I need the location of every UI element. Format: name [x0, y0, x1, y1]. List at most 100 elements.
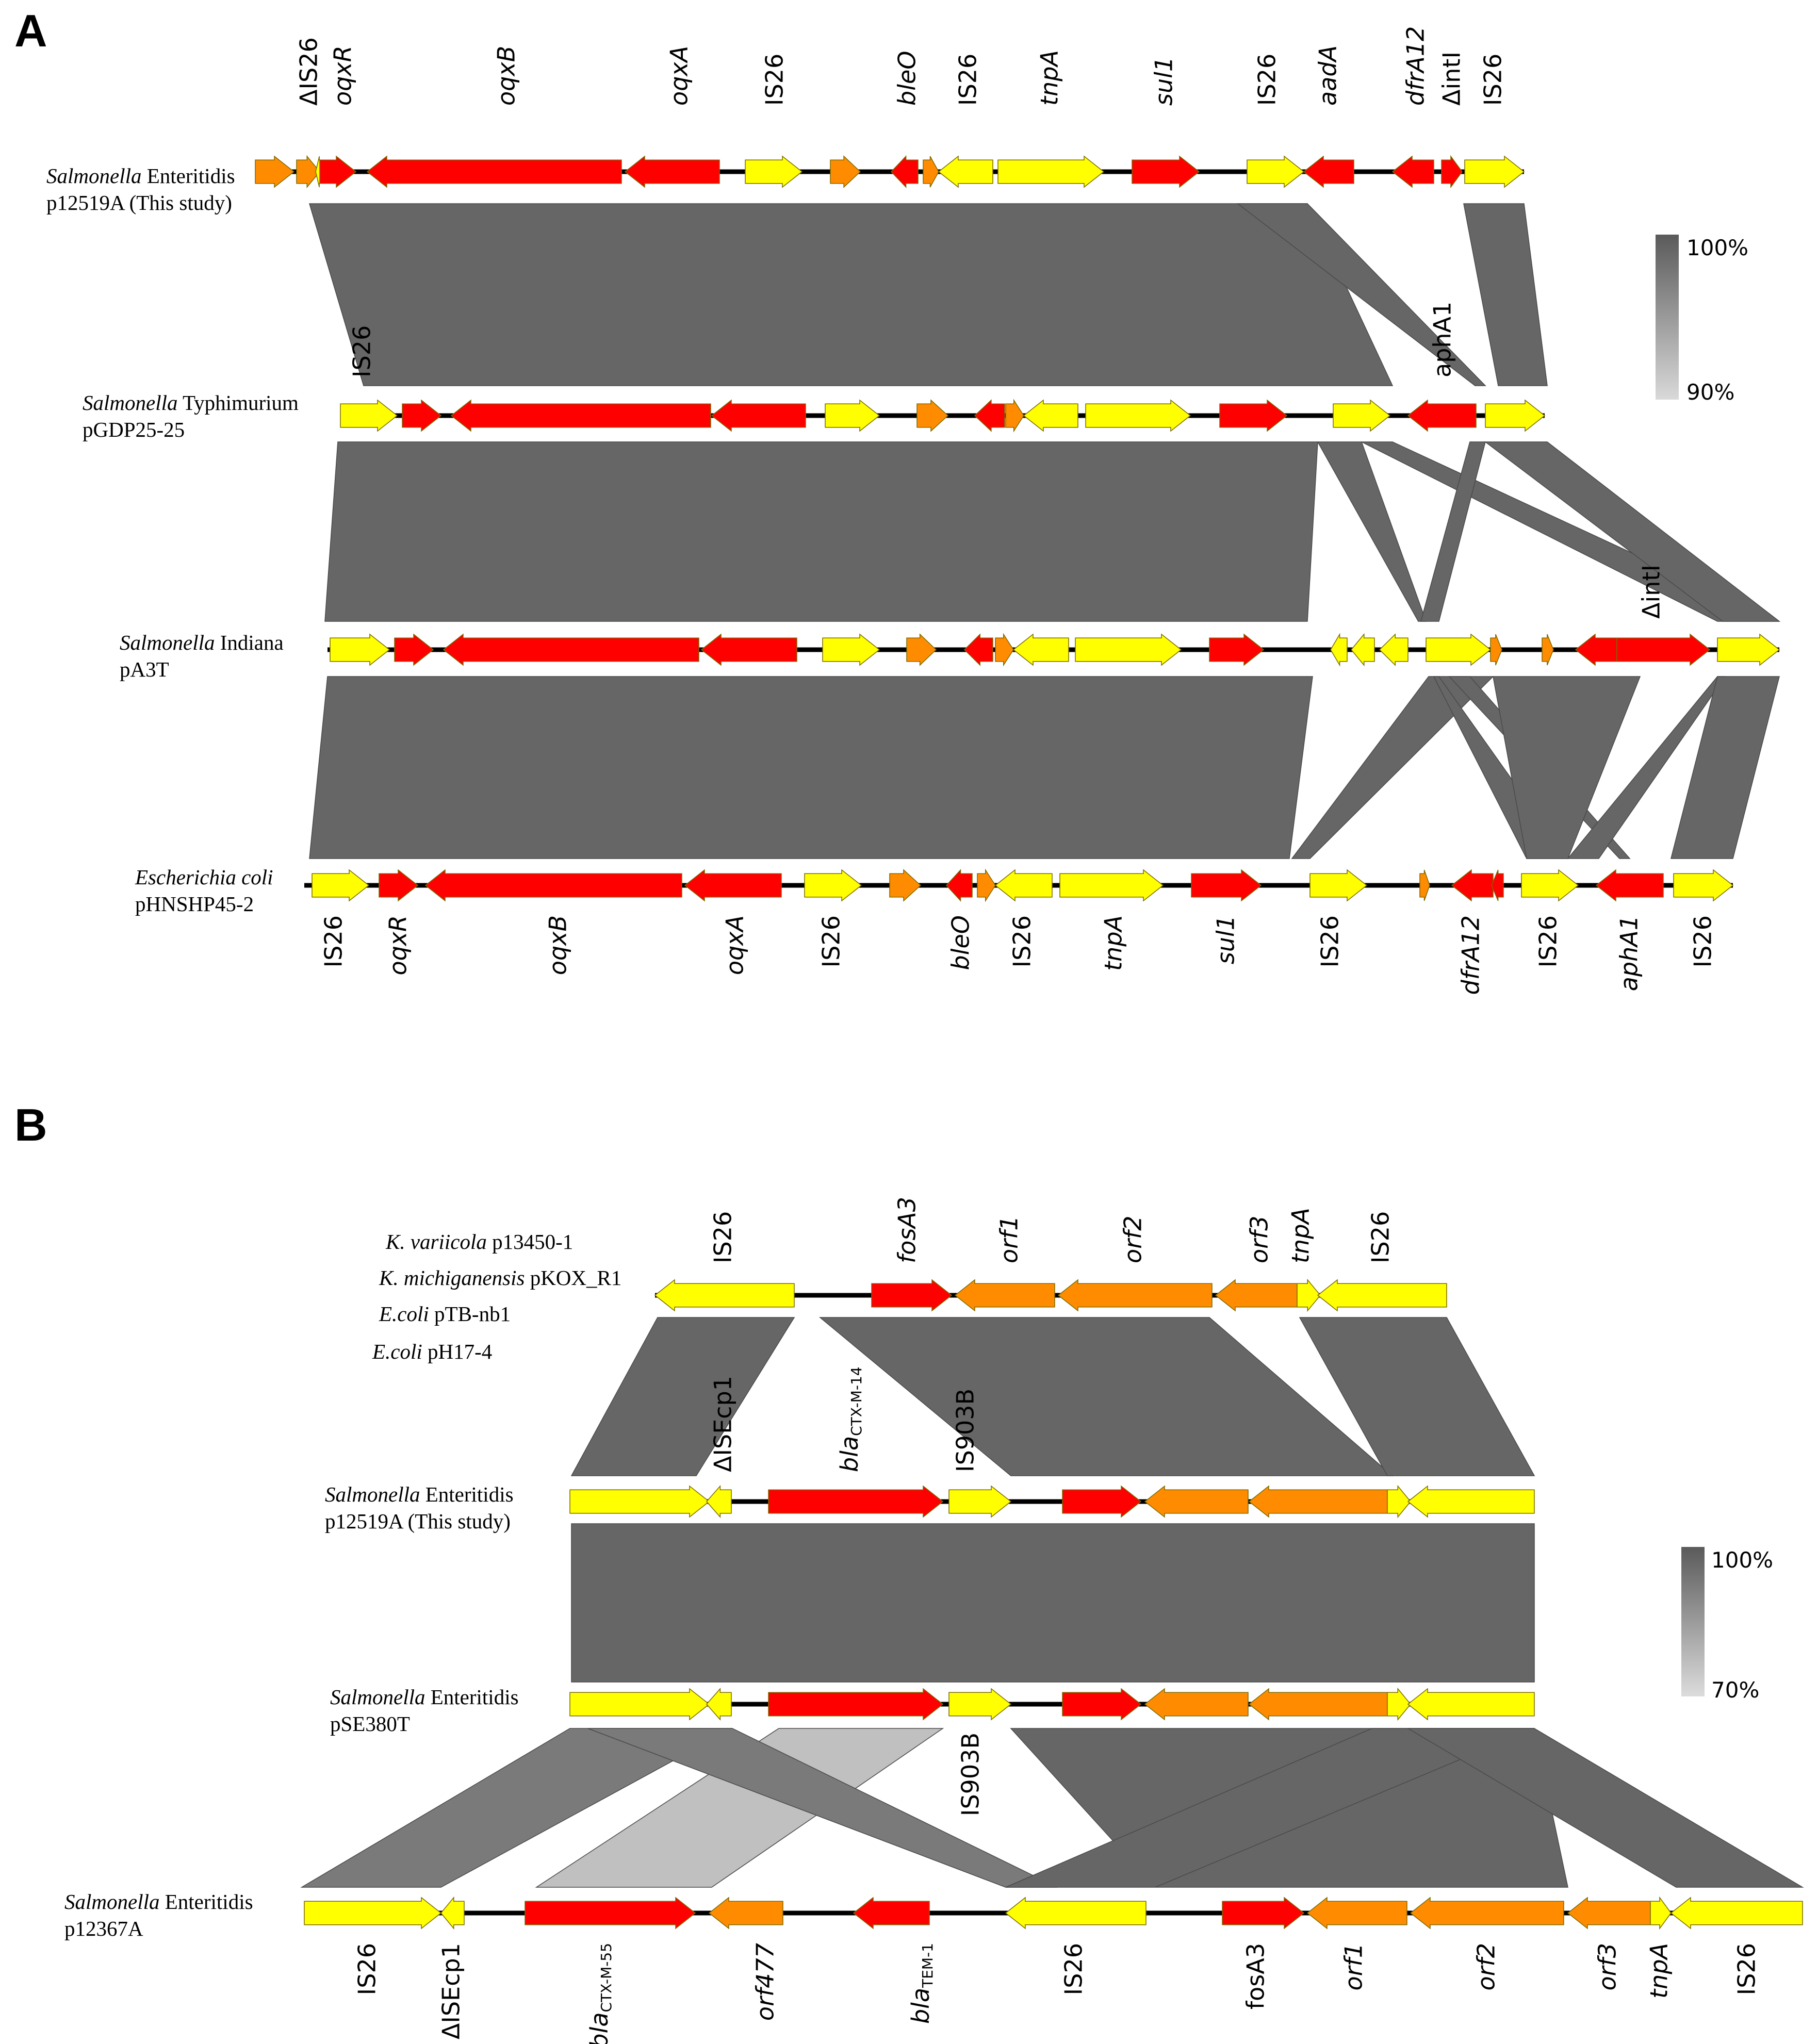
- gene-arrow-orf1: [1306, 1897, 1407, 1930]
- gene-arrow-bleo: [890, 155, 919, 188]
- gene-arrow: [1330, 633, 1348, 667]
- strain-label: E.coli pTB-nb1: [379, 1302, 511, 1326]
- track-a1: [255, 155, 1525, 189]
- gene-arrow: [402, 399, 442, 432]
- gene-arrow: [923, 156, 939, 188]
- gene-arrow-oqxa: [684, 869, 782, 902]
- gene-arrow: [1542, 634, 1554, 666]
- gene-arrow-oqxb: [424, 869, 682, 902]
- homology-block: [1484, 441, 1781, 622]
- homology-block: [308, 203, 1394, 386]
- gene-arrow: [768, 1688, 944, 1721]
- gene-label: fosA3: [893, 1197, 921, 1263]
- gene-label: IS26: [761, 54, 789, 106]
- gene-label: blaCTX-M-14: [836, 1366, 865, 1472]
- gene-arrow-is26: [312, 869, 370, 902]
- gene-label: orf2: [1119, 1215, 1147, 1263]
- gene-arrow: [1012, 633, 1069, 666]
- gene-arrow-is26: [1247, 155, 1305, 188]
- gene-label: IS26: [1060, 1943, 1088, 1995]
- gene-arrow: [977, 868, 996, 902]
- gene-label: ΔIS26: [295, 37, 323, 106]
- gene-label: IS26: [348, 325, 376, 377]
- gene-label: IS26: [1316, 915, 1344, 967]
- track-b3: [569, 1687, 1535, 1721]
- gene-label: tnpA: [1100, 915, 1127, 971]
- gene-label: IS26: [1008, 915, 1036, 967]
- gene-arrow: [1351, 633, 1375, 667]
- gene-arrow: [1407, 1485, 1535, 1518]
- panel-b-label: B: [14, 1099, 47, 1150]
- gene-label: aphA1: [1429, 302, 1456, 377]
- gene-label: tnpA: [1036, 50, 1063, 106]
- gene-arrow: [1248, 1688, 1388, 1721]
- gene-arrow: [330, 633, 390, 666]
- gene-arrow: [1144, 1688, 1249, 1721]
- gene-arrow: [443, 633, 699, 666]
- gene-arrow: [830, 155, 861, 188]
- homology-blocks: [300, 203, 1804, 1888]
- gene-arrow: [1075, 633, 1182, 666]
- strain-list-b1: K. variicola p13450-1 K. michiganensis p…: [372, 1230, 621, 1363]
- homology-block: [1670, 676, 1780, 859]
- gene-arrow-apha1: [1595, 869, 1664, 902]
- gene-label: orf3: [1246, 1215, 1273, 1263]
- gene-arrow: [963, 633, 993, 666]
- track-b1: [654, 1278, 1447, 1312]
- homology-block: [1299, 1317, 1535, 1476]
- gene-label: IS26: [1253, 54, 1281, 106]
- gene-label: aadA: [1314, 45, 1342, 106]
- gene-arrow: [1426, 633, 1492, 666]
- gene-arrow-tnpa: [1059, 869, 1164, 902]
- gene-arrow: [569, 1688, 710, 1721]
- gene-arrow-is26: [654, 1279, 795, 1312]
- gene-label: IS26: [1367, 1211, 1395, 1263]
- gene-arrow-fosa3: [1222, 1897, 1305, 1930]
- identity-scale-a: 100% 90%: [1656, 235, 1748, 405]
- gene-label: IS903B: [957, 1733, 985, 1816]
- gene-label: ΔintI: [1438, 52, 1466, 106]
- gene-arrow-is903b: [948, 1485, 1012, 1518]
- gene-arrow: [825, 399, 880, 432]
- gene-label: orf1: [995, 1215, 1023, 1263]
- gene-arrow: [1575, 633, 1617, 666]
- gene-arrow-isecp1: [706, 1485, 732, 1518]
- strain-label-b2: Salmonella Enteritidis p12519A (This stu…: [325, 1482, 519, 1533]
- gene-arrow-inti: [1441, 155, 1463, 189]
- scale-top-label: 100%: [1686, 235, 1748, 260]
- gene-label: bleO: [893, 51, 921, 106]
- homology-block: [570, 1317, 795, 1476]
- gene-arrow-orf1: [954, 1279, 1055, 1312]
- gene-label: orf2: [1472, 1943, 1500, 1991]
- gene-arrow: [1485, 399, 1546, 432]
- gene-label: dfrA12: [1402, 26, 1430, 106]
- gene-arrow: [974, 399, 1005, 432]
- gene-label: tnpA: [1287, 1208, 1315, 1263]
- gene-arrow-oqxb: [366, 155, 622, 188]
- strain-label: K. michiganensis pKOX_R1: [379, 1266, 621, 1290]
- gene-arrow: [1490, 634, 1502, 666]
- gene-arrow-is26: [1670, 1897, 1803, 1930]
- gene-label: IS26: [353, 1943, 381, 1995]
- strain-label-a3: Salmonella Indiana pA3T: [120, 631, 289, 681]
- gene-label: orf3: [1594, 1943, 1622, 1991]
- track-a2: [340, 399, 1546, 433]
- gene-label: blaTEM-1: [907, 1943, 937, 2024]
- strain-label-b3: Salmonella Enteritidis pSE380T: [330, 1685, 524, 1736]
- strain-label-a4: Escherichia coli pHNSHP45-2: [135, 865, 279, 916]
- gene-arrow-orf2: [1410, 1897, 1564, 1930]
- gene-label: IS26: [1733, 1943, 1761, 1995]
- scale-gradient: [1656, 235, 1679, 400]
- homology-block: [535, 1728, 944, 1888]
- gene-arrow-is26: [804, 869, 862, 902]
- homology-block: [1463, 203, 1548, 386]
- gene-arrow-is26: [1521, 869, 1579, 902]
- scale-gradient: [1681, 1547, 1705, 1696]
- homology-block: [571, 1523, 1535, 1683]
- gene-arrow: [1219, 399, 1288, 432]
- gene-label: IS26: [1534, 915, 1562, 967]
- gene-arrow: [1387, 1687, 1411, 1721]
- gene-arrow-sul1: [1132, 155, 1200, 188]
- scale-top-label: 100%: [1711, 1547, 1773, 1573]
